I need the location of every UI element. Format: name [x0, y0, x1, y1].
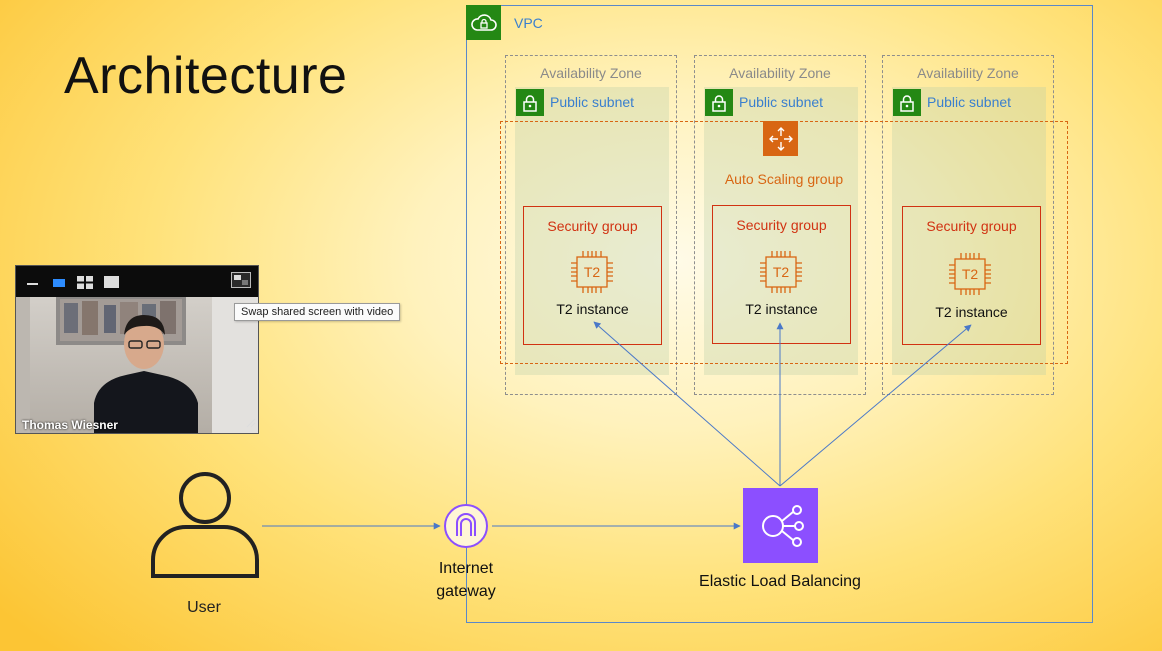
- swap-screen-icon[interactable]: [231, 272, 251, 293]
- gallery-view-icon[interactable]: [77, 276, 93, 294]
- video-window[interactable]: Thomas Wiesner: [15, 265, 259, 434]
- t2-instance-chip-icon: T2: [946, 250, 994, 298]
- instance-label-2: T2 instance: [745, 301, 818, 317]
- speaker-view-icon[interactable]: [53, 279, 65, 287]
- security-group-label-3: Security group: [926, 218, 1017, 234]
- user-icon: [150, 470, 260, 580]
- security-group-1: [523, 206, 662, 345]
- internet-gateway-label: Internet gateway: [436, 560, 496, 600]
- user-label: User: [187, 599, 221, 616]
- subnet-label-3: Public subnet: [927, 94, 1012, 110]
- video-toolbar: [16, 266, 258, 297]
- az-label-2: Availability Zone: [729, 65, 831, 81]
- subnet-lock-icon: [705, 89, 733, 116]
- az-label-1: Availability Zone: [540, 65, 642, 81]
- vpc-cloud-icon: [466, 5, 501, 40]
- t2-instance-chip-icon: T2: [757, 248, 805, 296]
- public-subnet-1: [515, 87, 669, 375]
- chip-label: T2: [773, 264, 790, 280]
- security-group-label-1: Security group: [547, 218, 638, 234]
- availability-zone-1: [505, 55, 677, 395]
- availability-zone-3: [882, 55, 1054, 395]
- security-group-2: [712, 205, 851, 344]
- subnet-lock-icon: [893, 89, 921, 116]
- elastic-load-balancing-label: Elastic Load Balancing: [699, 573, 861, 590]
- chip-label: T2: [584, 264, 601, 280]
- instance-label-3: T2 instance: [935, 304, 1008, 320]
- resize-handle-icon[interactable]: [246, 415, 256, 433]
- elastic-load-balancing-icon: [743, 488, 818, 563]
- security-group-label-2: Security group: [736, 217, 827, 233]
- swap-screen-tooltip: Swap shared screen with video: [234, 303, 401, 321]
- az-label-3: Availability Zone: [917, 65, 1019, 81]
- subnet-label-1: Public subnet: [550, 94, 635, 110]
- subnet-label-2: Public subnet: [739, 94, 824, 110]
- fullscreen-icon[interactable]: [104, 276, 119, 288]
- t2-instance-chip-icon: T2: [568, 248, 616, 296]
- internet-gateway-icon: [443, 503, 489, 549]
- slide-title: Architecture: [64, 47, 348, 105]
- instance-label-1: T2 instance: [556, 301, 629, 317]
- subnet-lock-icon: [516, 89, 544, 116]
- chip-label: T2: [962, 266, 979, 282]
- participant-video-frame: [16, 297, 258, 433]
- auto-scaling-group-label: Auto Scaling group: [724, 171, 844, 187]
- participant-video-feed: Thomas Wiesner: [16, 297, 258, 433]
- security-group-3: [902, 206, 1041, 345]
- participant-name: Thomas Wiesner: [22, 418, 118, 432]
- vpc-boundary: [466, 5, 1093, 623]
- vpc-label: VPC: [514, 15, 543, 31]
- auto-scaling-icon: [763, 121, 798, 156]
- minimize-icon[interactable]: [27, 283, 38, 285]
